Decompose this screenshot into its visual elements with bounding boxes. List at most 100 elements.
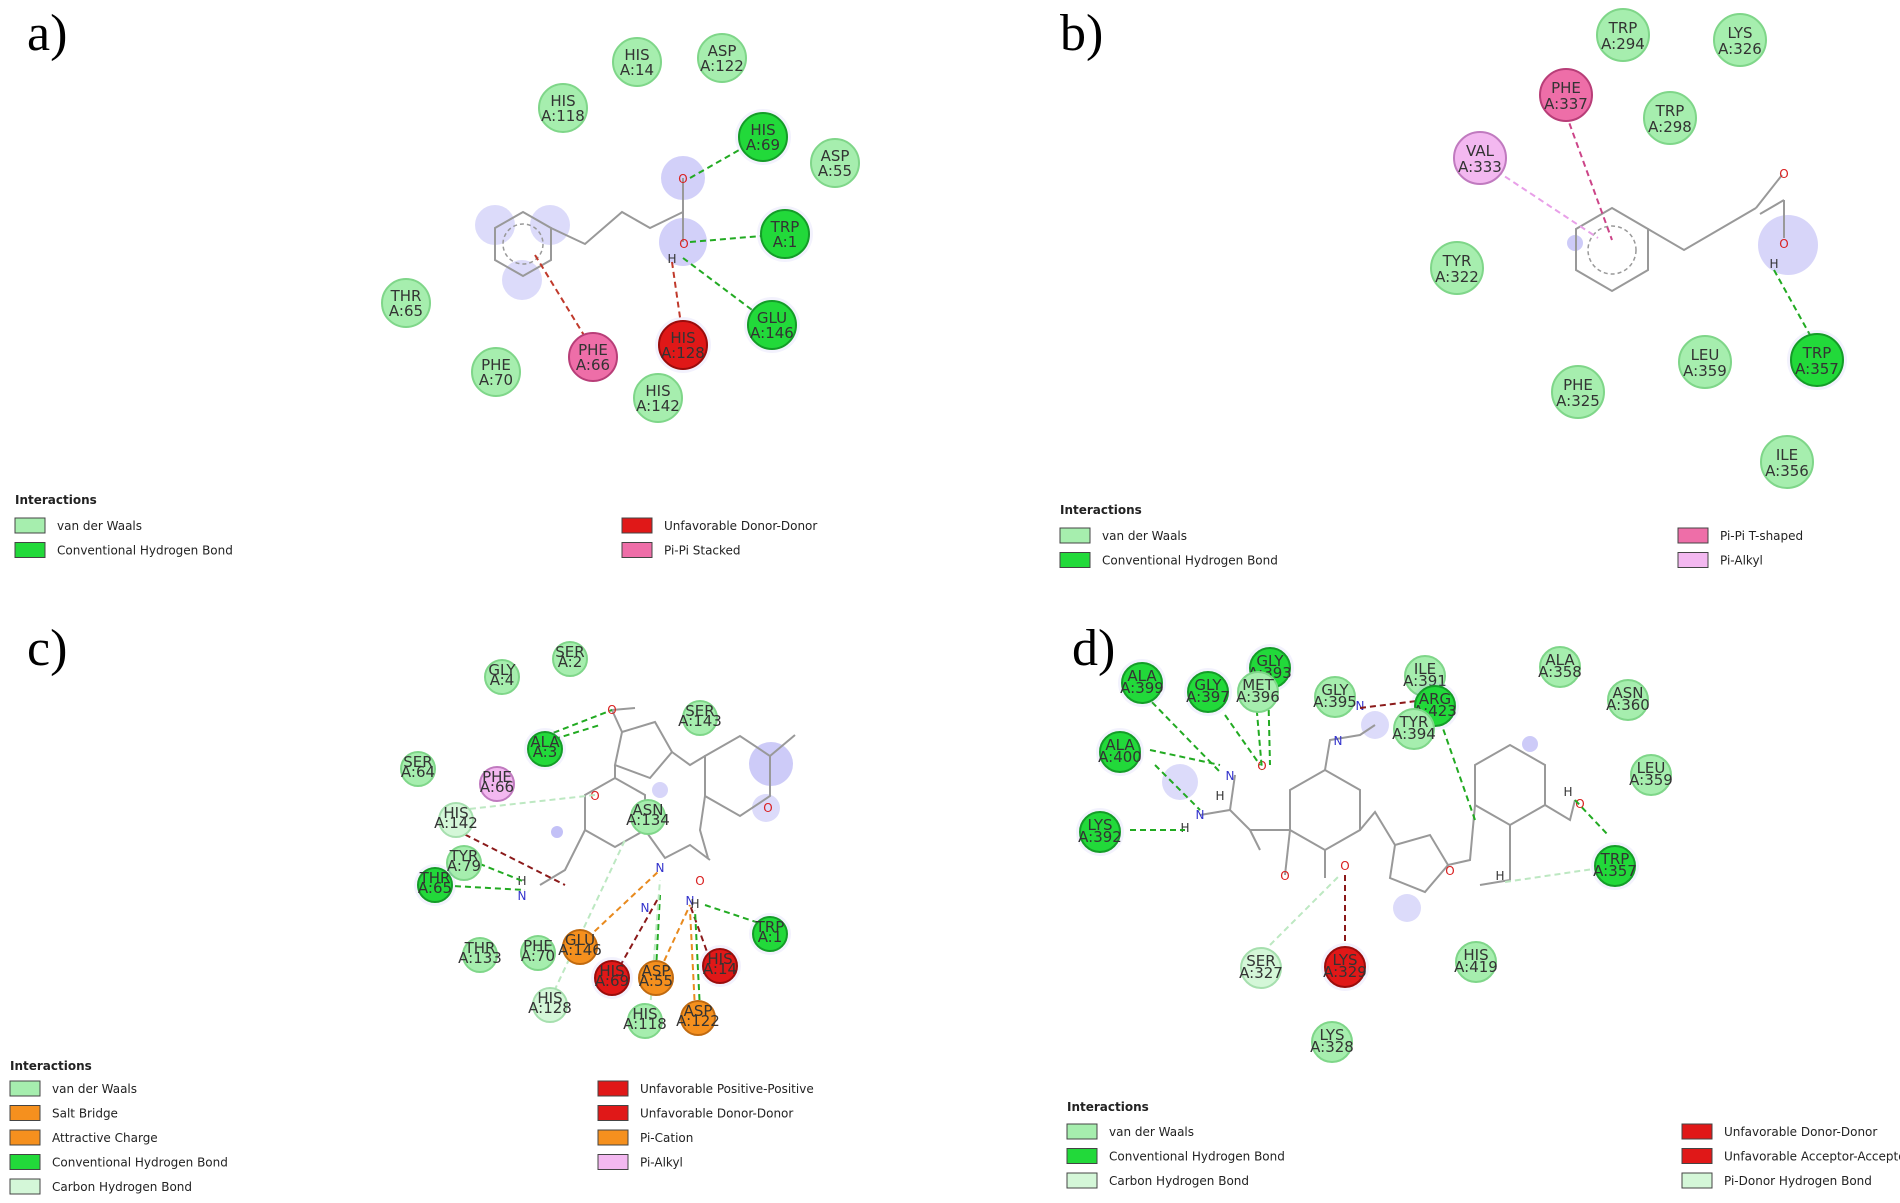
legend-label: Unfavorable Positive-Positive bbox=[640, 1082, 814, 1096]
legend-swatch bbox=[1677, 527, 1709, 544]
svg-text:H: H bbox=[690, 897, 699, 911]
legend-item: Conventional Hydrogen Bond bbox=[14, 542, 233, 558]
legend-label: Conventional Hydrogen Bond bbox=[52, 1156, 228, 1170]
legend-item: van der Waals bbox=[1059, 527, 1187, 544]
legend-item: Conventional Hydrogen Bond bbox=[9, 1154, 228, 1170]
residue-disc bbox=[417, 867, 453, 903]
residue-name: HIS bbox=[1463, 946, 1488, 964]
residue-name: ASP bbox=[684, 1002, 713, 1020]
residue-number: A:142 bbox=[434, 814, 478, 832]
residue-number: A:328 bbox=[1310, 1038, 1354, 1056]
residue-number: A:65 bbox=[418, 879, 452, 897]
residue-name: ASN bbox=[1612, 684, 1643, 702]
residue-number: A:356 bbox=[1765, 462, 1809, 480]
residue-name: TRP bbox=[1608, 19, 1638, 37]
residue-disc bbox=[1713, 13, 1767, 67]
residue-disc bbox=[400, 751, 436, 787]
legend-label: van der Waals bbox=[1109, 1125, 1194, 1139]
residue-name: GLY bbox=[1256, 652, 1284, 670]
svg-text:H: H bbox=[1563, 785, 1572, 799]
residue-name: ALA bbox=[1105, 736, 1135, 754]
residue-number: A:122 bbox=[676, 1012, 720, 1030]
legend-label: Unfavorable Donor-Donor bbox=[1724, 1125, 1877, 1139]
residue-disc bbox=[527, 731, 563, 767]
residue-disc bbox=[1790, 333, 1844, 387]
residue-number: A:1 bbox=[758, 928, 783, 946]
residue-name: ALA bbox=[530, 733, 560, 751]
residue-disc bbox=[1187, 671, 1229, 713]
legend-swatch bbox=[1677, 552, 1709, 568]
legend-swatch bbox=[9, 1105, 41, 1121]
legend-swatch bbox=[14, 517, 46, 534]
residues-a: HISA:14ASPA:122HISA:118HISA:69ASPA:55TRP… bbox=[381, 33, 860, 423]
legend-swatch bbox=[621, 517, 653, 534]
residue-number: A:327 bbox=[1239, 964, 1283, 982]
residue-disc bbox=[702, 948, 738, 984]
residue-disc bbox=[612, 37, 662, 87]
panel-label-d: d) bbox=[1072, 620, 1115, 677]
residue-disc bbox=[1551, 365, 1605, 419]
residue-disc bbox=[1121, 662, 1163, 704]
residue-number: A:142 bbox=[636, 397, 680, 415]
legend-swatch bbox=[1066, 1123, 1098, 1140]
residue-name: TYR bbox=[1442, 252, 1472, 270]
svg-text:O: O bbox=[1340, 859, 1349, 873]
residue-disc bbox=[760, 209, 810, 259]
svg-text:O: O bbox=[1575, 797, 1584, 811]
residue-name: ILE bbox=[1414, 660, 1436, 678]
svg-text:N: N bbox=[518, 889, 527, 903]
residue-disc bbox=[479, 766, 515, 802]
residue-disc bbox=[538, 83, 588, 133]
svg-text:N: N bbox=[1226, 769, 1235, 783]
legend-swatch bbox=[597, 1105, 629, 1121]
svg-text:H: H bbox=[517, 874, 526, 888]
svg-text:H: H bbox=[667, 252, 676, 266]
residue-disc bbox=[1237, 671, 1279, 713]
residue-disc bbox=[568, 332, 618, 382]
residue-name: TRP bbox=[1655, 102, 1685, 120]
residue-disc bbox=[633, 373, 683, 423]
residue-number: A:419 bbox=[1454, 958, 1498, 976]
legend-swatch bbox=[1066, 1172, 1098, 1189]
residue-disc bbox=[1311, 1021, 1353, 1063]
residue-name: THR bbox=[419, 869, 451, 887]
svg-text:O: O bbox=[1257, 759, 1266, 773]
legend-label: Pi-Pi T-shaped bbox=[1720, 529, 1803, 543]
residue-name: SER bbox=[555, 643, 584, 661]
residue-disc bbox=[1453, 131, 1507, 185]
legend-swatch bbox=[597, 1129, 629, 1146]
svg-text:O: O bbox=[1280, 869, 1289, 883]
residue-name: HIS bbox=[624, 46, 649, 64]
residue-disc bbox=[1240, 947, 1282, 989]
residue-disc bbox=[630, 799, 666, 835]
residue-disc bbox=[747, 300, 797, 350]
legend-swatch bbox=[1681, 1123, 1713, 1140]
panel-label-c: c) bbox=[27, 620, 67, 677]
legend-item: Carbon Hydrogen Bond bbox=[9, 1178, 192, 1195]
legend-title: Interactions bbox=[15, 493, 97, 507]
ligand-a: O O H bbox=[475, 156, 707, 300]
svg-text:O: O bbox=[1779, 167, 1788, 181]
ligand-b: O O H bbox=[1567, 167, 1818, 293]
residue-number: A:118 bbox=[623, 1015, 667, 1033]
residue-name: GLU bbox=[757, 309, 787, 327]
residue-name: PHE bbox=[1551, 79, 1581, 97]
residue-disc bbox=[1430, 241, 1484, 295]
residue-name: LYS bbox=[1087, 816, 1112, 834]
residue-name: GLY bbox=[488, 661, 516, 679]
residue-name: ASN bbox=[632, 801, 663, 819]
